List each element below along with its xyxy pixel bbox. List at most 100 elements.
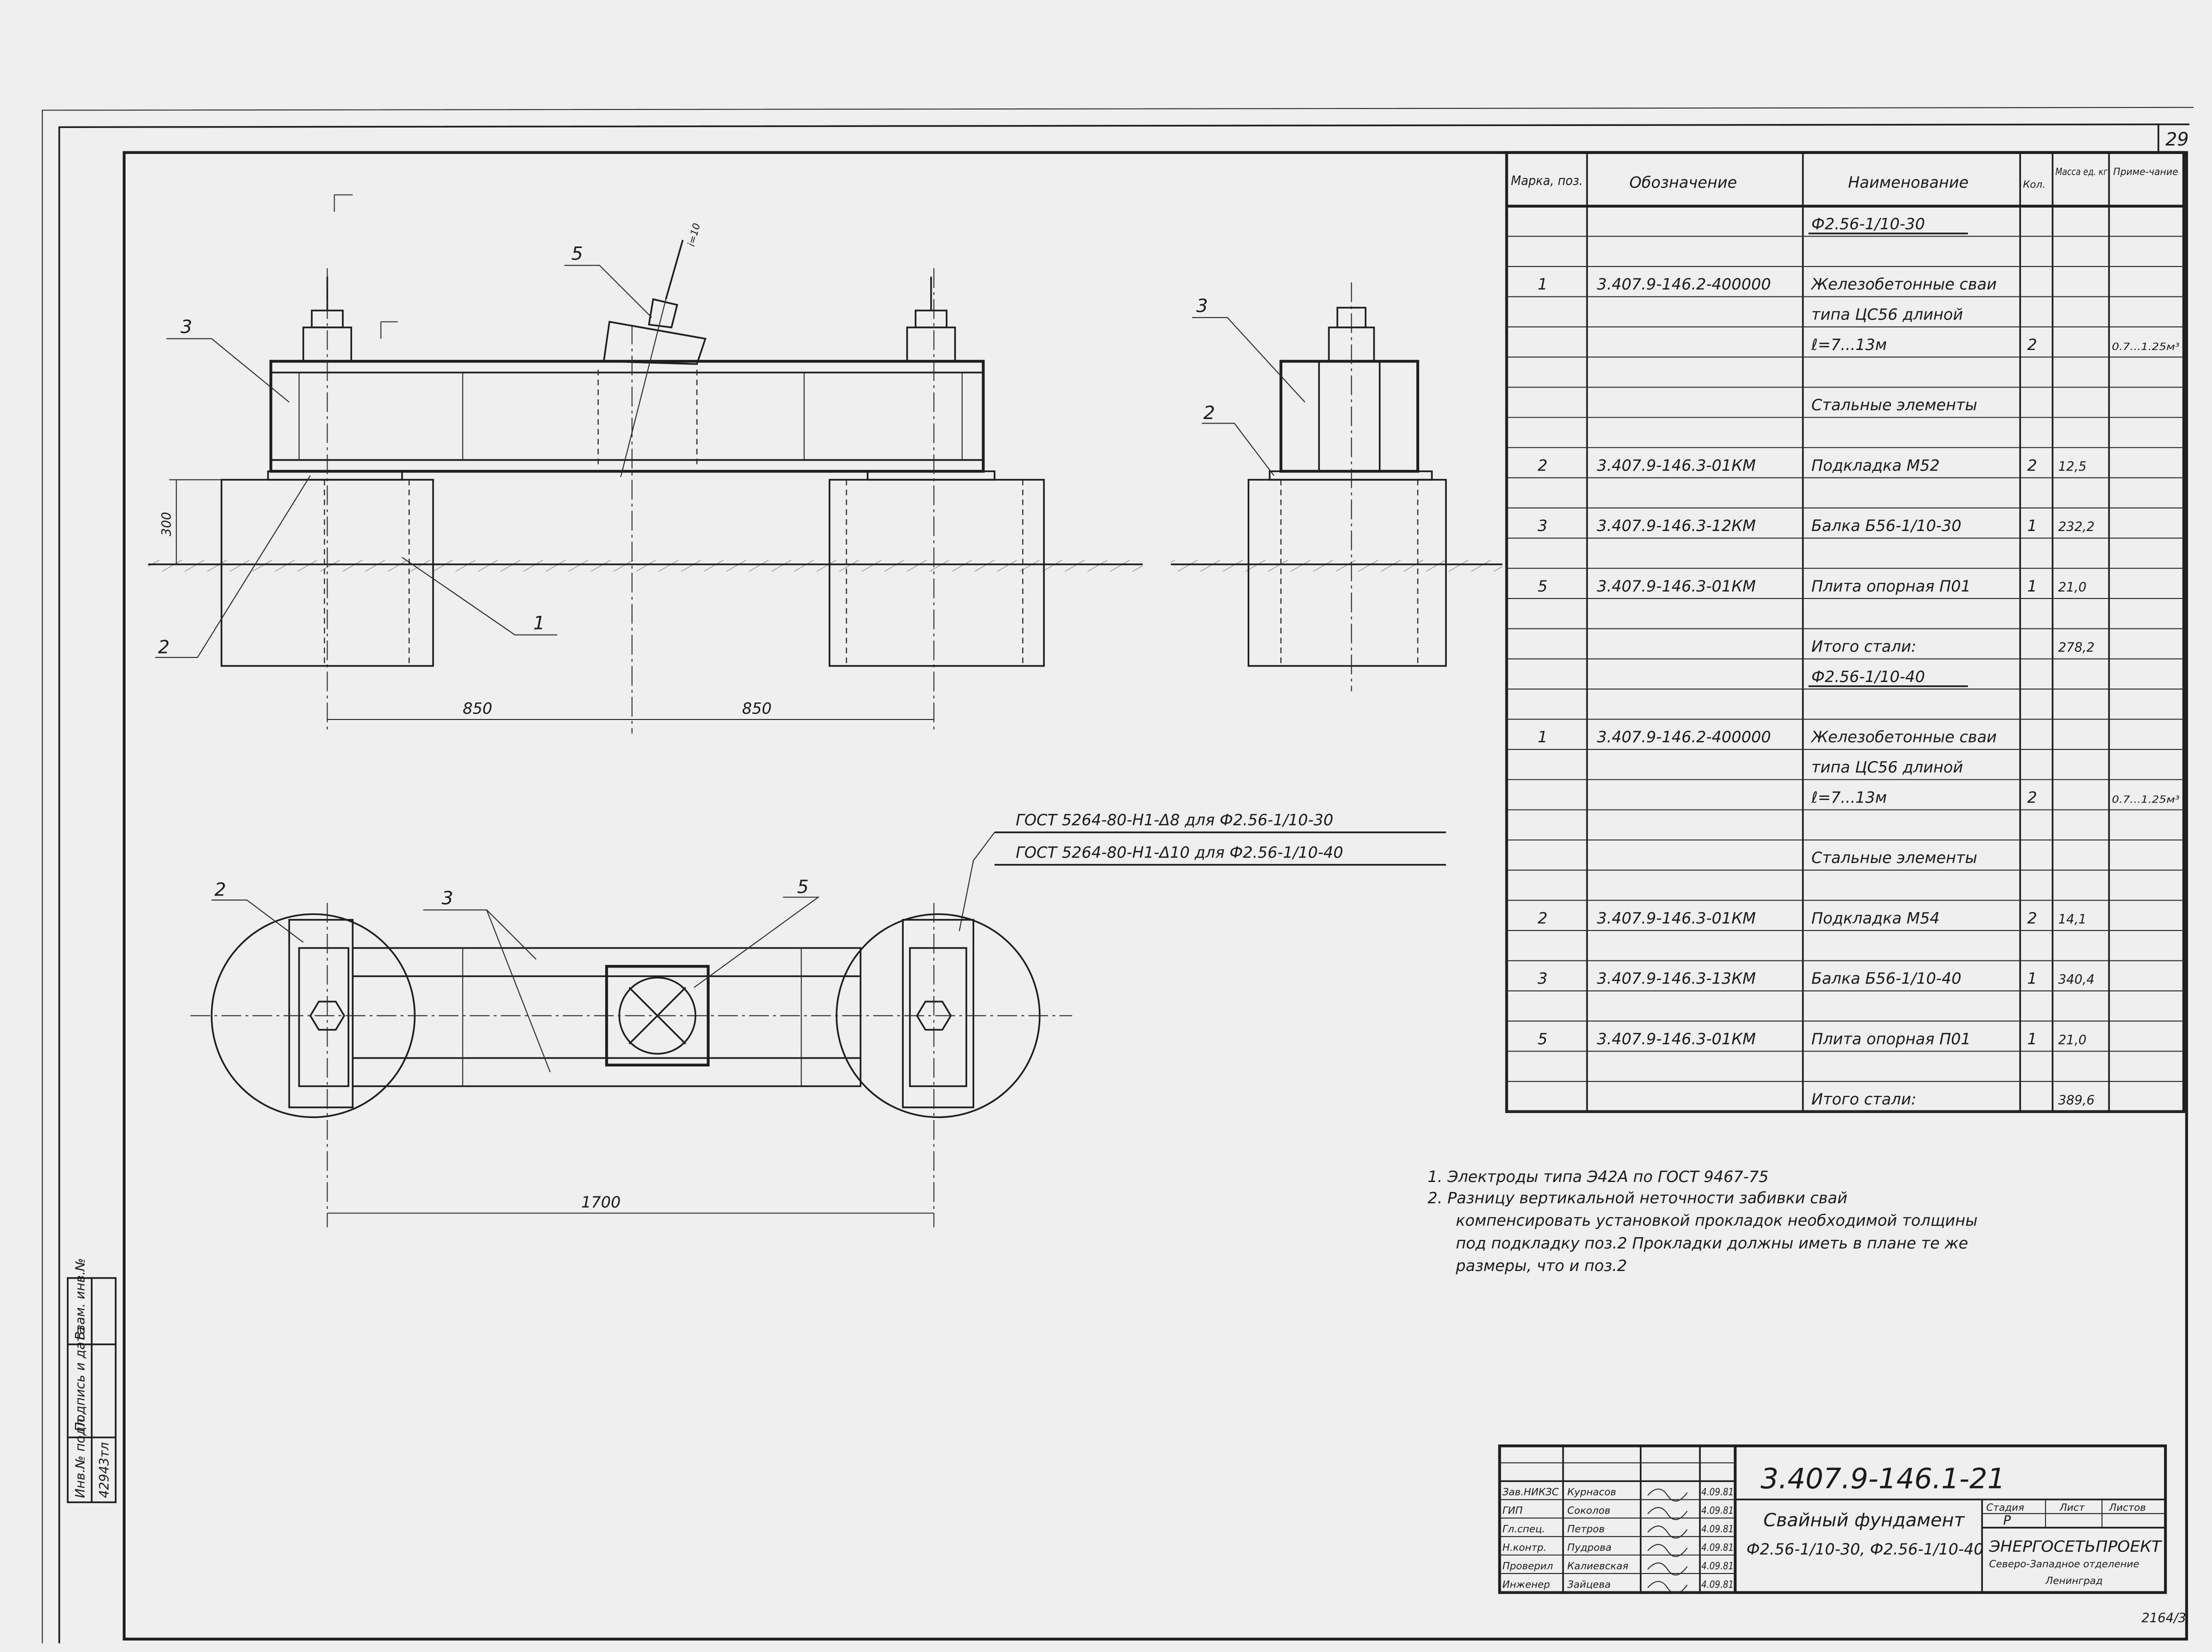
elevation-view: 850 850 300 i=10 3 5 2 1 <box>148 194 1143 734</box>
signature-name: Курнасов <box>1567 1486 1616 1498</box>
table-cell-name: Подкладка М54 <box>1811 910 1940 928</box>
weld-note-2: ГОСТ 5264-80-Н1-Δ10 для Ф2.56-1/10-40 <box>1016 844 1343 862</box>
table-cell-note: 0.7...1.25м³ <box>2112 794 2179 805</box>
dim-right-850: 850 <box>742 700 772 718</box>
handwritten-signature <box>1647 1544 1688 1557</box>
ground-hatch <box>148 560 1143 572</box>
note-line: под подкладку поз.2 Прокладки должны име… <box>1456 1234 1968 1252</box>
sheet-frame <box>42 106 2194 1644</box>
header-mark: Марка, поз. <box>1511 173 1583 188</box>
table-cell-mass: 232,2 <box>2058 519 2095 534</box>
sheet-header: Лист <box>2059 1502 2085 1513</box>
table-cell-name: Плита опорная П01 <box>1811 578 1971 596</box>
table-cell-name: Стальные элементы <box>1811 396 1977 414</box>
plan-callout-5: 5 <box>797 876 809 898</box>
note-line: 2. Разницу вертикальной неточности забив… <box>1428 1190 1847 1208</box>
table-cell-name: Балка Б56-1/10-30 <box>1811 517 1961 535</box>
table-cell-qty: 1 <box>2027 1030 2037 1048</box>
table-cell-note: 0.7...1.25м³ <box>2112 341 2179 352</box>
table-cell-mass: 389,6 <box>2058 1092 2095 1108</box>
general-notes: 1. Электроды типа Э42А по ГОСТ 9467-75 2… <box>1428 1168 1978 1275</box>
signature-date: 4.09.81 <box>1701 1524 1734 1535</box>
table-cell-name: ℓ=7...13м <box>1811 336 1887 354</box>
table-cell-mass: 21,0 <box>2058 580 2087 594</box>
dim-1700: 1700 <box>581 1194 621 1212</box>
table-cell-mark: 2 <box>1538 456 1548 474</box>
header-qty: Кол. <box>2023 179 2045 190</box>
signature-role: Проверил <box>1502 1560 1553 1572</box>
table-cell-name: Плита опорная П01 <box>1811 1030 1971 1048</box>
side-callout-2: 2 <box>1203 402 1215 424</box>
dim-left-850: 850 <box>463 700 492 718</box>
table-cell-mark: 1 <box>1538 276 1548 294</box>
weld-annotation: ГОСТ 5264-80-Н1-Δ8 для Ф2.56-1/10-30 ГОС… <box>959 812 1446 932</box>
table-cell-mass: 12,5 <box>2058 458 2087 474</box>
weld-note-1: ГОСТ 5264-80-Н1-Δ8 для Ф2.56-1/10-30 <box>1016 812 1333 830</box>
header-note: Приме-чание <box>2113 166 2178 178</box>
table-cell-designation: 3.407.9-146.3-01КМ <box>1597 578 1756 596</box>
drawing-title: Свайный фундамент <box>1763 1510 1965 1531</box>
table-cell-designation: 3.407.9-146.3-12КМ <box>1597 517 1756 535</box>
specification-table: Марка, поз. Обозначение Наименование Кол… <box>1505 151 2185 1114</box>
dim-height-300: 300 <box>159 512 174 536</box>
signature-date: 4.09.81 <box>1701 1486 1734 1498</box>
table-cell-qty: 2 <box>2027 336 2037 354</box>
signature-name: Зайцева <box>1567 1579 1611 1590</box>
table-cell-qty: 2 <box>2027 788 2037 806</box>
callout-3: 3 <box>181 316 192 338</box>
table-cell-mark: 1 <box>1538 728 1548 746</box>
signature-role: Гл.спец. <box>1502 1524 1545 1535</box>
sheets-header: Листов <box>2108 1502 2146 1513</box>
table-cell-mass: 340,4 <box>2058 972 2095 987</box>
table-cell-name: Итого стали: <box>1811 1090 1916 1108</box>
table-cell-name: Подкладка М52 <box>1811 456 1940 474</box>
stamp-inv-value: 42943тл <box>97 1442 112 1498</box>
table-cell-qty: 2 <box>2027 456 2037 474</box>
table-cell-designation: 3.407.9-146.3-13КМ <box>1597 970 1756 988</box>
archive-number: 2164/3 <box>2141 1610 2186 1625</box>
header-mass: Масса ед. кг <box>2055 166 2108 178</box>
note-line: 1. Электроды типа Э42А по ГОСТ 9467-75 <box>1428 1168 1769 1186</box>
plan-callout-3: 3 <box>442 888 453 909</box>
callout-1: 1 <box>533 612 545 634</box>
table-cell-mark: 3 <box>1538 517 1548 535</box>
table-cell-mass: 278,2 <box>2058 640 2095 655</box>
bolt-right <box>906 276 956 362</box>
signature-date: 4.09.81 <box>1701 1542 1734 1554</box>
title-block: 3.407.9-146.1-21 Свайный фундамент Ф2.56… <box>1498 1444 2167 1594</box>
callout-2: 2 <box>158 636 170 658</box>
stamp-sign-label: Подпись и дата <box>73 1326 88 1432</box>
handwritten-signature <box>1647 1562 1688 1576</box>
header-designation: Обозначение <box>1629 174 1737 192</box>
table-cell-mass: 14,1 <box>2058 912 2087 926</box>
org-name: ЭНЕРГОСЕТЬПРОЕКТ <box>1988 1538 2162 1556</box>
table-cell-name: Железобетонные сваи <box>1810 728 1997 746</box>
table-cell-name: Ф2.56-1/10-30 <box>1811 216 1925 234</box>
plan-callout-2: 2 <box>215 879 226 900</box>
signature-role: Инженер <box>1502 1579 1550 1590</box>
signature-name: Пудрова <box>1567 1542 1611 1554</box>
doc-number: 3.407.9-146.1-21 <box>1760 1462 2005 1495</box>
table-cell-qty: 2 <box>2027 910 2037 928</box>
table-cell-name: Стальные элементы <box>1811 849 1977 867</box>
table-cell-mass: 21,0 <box>2058 1032 2087 1047</box>
stage-value: Р <box>2003 1513 2011 1528</box>
side-view: 3 2 <box>1171 282 1503 692</box>
signature-role: Зав.НИКЗС <box>1502 1486 1559 1498</box>
side-callout-3: 3 <box>1196 295 1208 316</box>
table-cell-designation: 3.407.9-146.2-400000 <box>1597 728 1771 746</box>
signature-name: Калиевская <box>1567 1560 1628 1572</box>
table-cell-designation: 3.407.9-146.3-01КМ <box>1597 910 1756 928</box>
table-cell-qty: 1 <box>2027 578 2037 596</box>
handwritten-signature <box>1647 1507 1688 1520</box>
table-cell-name: типа ЦС56 длиной <box>1811 758 1963 776</box>
table-cell-name: Итого стали: <box>1811 638 1916 656</box>
table-cell-mark: 3 <box>1538 970 1548 988</box>
signature-name: Петров <box>1567 1524 1605 1535</box>
plan-view: 1700 2 3 5 <box>190 876 1072 1228</box>
drawing-subtitle: Ф2.56-1/10-30, Ф2.56-1/10-40 <box>1746 1540 1983 1558</box>
callout-5: 5 <box>571 242 583 264</box>
page-number: 29 <box>2165 128 2189 150</box>
table-cell-mark: 2 <box>1538 910 1548 928</box>
